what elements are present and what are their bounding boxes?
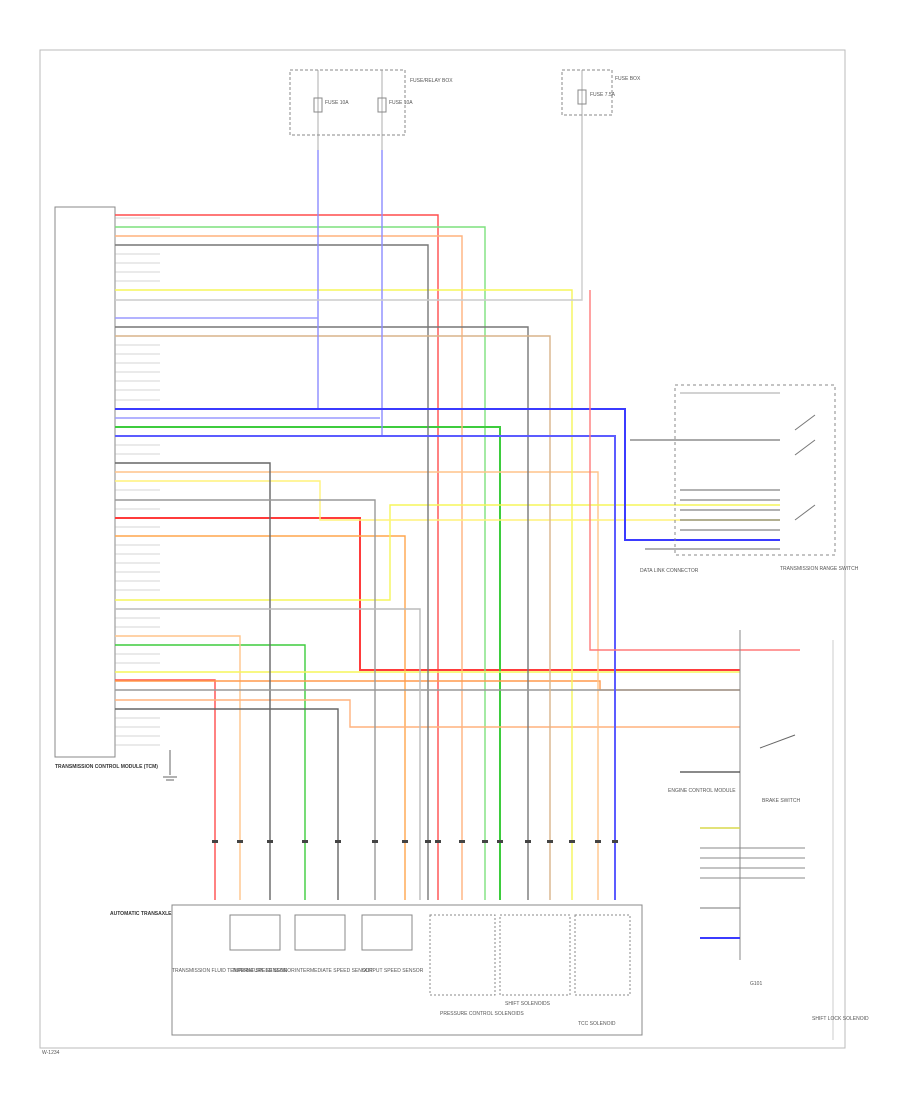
footer-code: W-1234	[42, 1050, 60, 1056]
data-link-label: DATA LINK CONNECTOR	[640, 568, 699, 574]
range-switch: TRANSMISSION RANGE SWITCH DATA LINK CONN…	[630, 384, 859, 574]
fuse-right-label: FUSE 7.5A	[590, 92, 616, 98]
fuse-left-label: FUSE 10A	[325, 100, 349, 106]
wire-orange-2	[115, 535, 406, 900]
fuse-block-top: FUSE 10A FUSE 10A FUSE/RELAY BOX	[289, 69, 453, 150]
wire-orange-6	[115, 471, 599, 900]
wire-lightgray-1	[115, 150, 583, 301]
wire-green-1	[115, 226, 486, 900]
tcm-label: TRANSMISSION CONTROL MODULE (TCM)	[55, 764, 158, 770]
ecm-label: ENGINE CONTROL MODULE	[668, 788, 736, 794]
wire-gray-2	[115, 326, 529, 900]
wire-green-2	[115, 426, 501, 900]
wire-blue-2	[115, 150, 383, 437]
tcm-ground	[163, 750, 177, 781]
wire-lightgray-2	[589, 290, 800, 651]
wire-gray-5	[115, 708, 339, 900]
intermediate-speed-label: INTERMEDIATE SPEED SENSOR	[295, 968, 373, 974]
shift-solenoids-label: SHIFT SOLENOIDS	[505, 1001, 551, 1007]
wire-harness	[115, 150, 800, 900]
wire-yellow-2	[115, 504, 780, 601]
tcc-solenoid-label: TCC SOLENOID	[578, 1021, 616, 1027]
wire-orange-5	[115, 699, 740, 728]
lock-solenoid-label: SHIFT LOCK SOLENOID	[812, 1016, 869, 1022]
fuse-box-note-right: FUSE BOX	[615, 76, 641, 82]
connector-markers	[212, 840, 618, 843]
fluid-temp-label: TRANSMISSION FLUID TEMPERATURE SENSOR	[172, 968, 287, 974]
wire-blue-1	[115, 150, 319, 410]
wire-gray-3	[115, 462, 271, 900]
right-components: ENGINE CONTROL MODULE BRAKE SWITCH G101 …	[668, 630, 869, 1040]
range-switch-label: TRANSMISSION RANGE SWITCH	[780, 566, 859, 572]
wire-yellow-1	[115, 289, 573, 900]
wire-green-3	[115, 644, 306, 900]
fuse-block-right: FUSE 7.5A FUSE BOX	[561, 69, 641, 150]
brake-switch-label: BRAKE SWITCH	[762, 798, 800, 804]
pressure-solenoids-label: PRESSURE CONTROL SOLENOIDS	[440, 1011, 524, 1017]
tcm-box	[54, 206, 116, 758]
wire-gray-1	[115, 244, 429, 900]
transaxle-label: AUTOMATIC TRANSAXLE	[110, 911, 172, 917]
fuse-box-note-top: FUSE/RELAY BOX	[410, 78, 453, 84]
wire-gray-6	[115, 499, 376, 900]
fuse-center-label: FUSE 10A	[389, 100, 413, 106]
output-speed-label: OUTPUT SPEED SENSOR	[362, 968, 424, 974]
wire-blue-4	[115, 435, 616, 900]
wire-blue-3	[115, 408, 780, 541]
turbine-speed-label: TURBINE SPEED SENSOR	[232, 968, 295, 974]
wire-red-3	[115, 679, 216, 900]
wire-orange-3	[115, 635, 241, 900]
wire-tan-1	[115, 335, 551, 900]
wire-gray-7	[115, 608, 421, 900]
ground-label: G101	[750, 981, 762, 987]
transaxle-block: AUTOMATIC TRANSAXLE TRANSMISSION FLUID T…	[110, 904, 643, 1036]
diagram-frame	[39, 49, 846, 1049]
wire-orange-1	[115, 235, 463, 900]
